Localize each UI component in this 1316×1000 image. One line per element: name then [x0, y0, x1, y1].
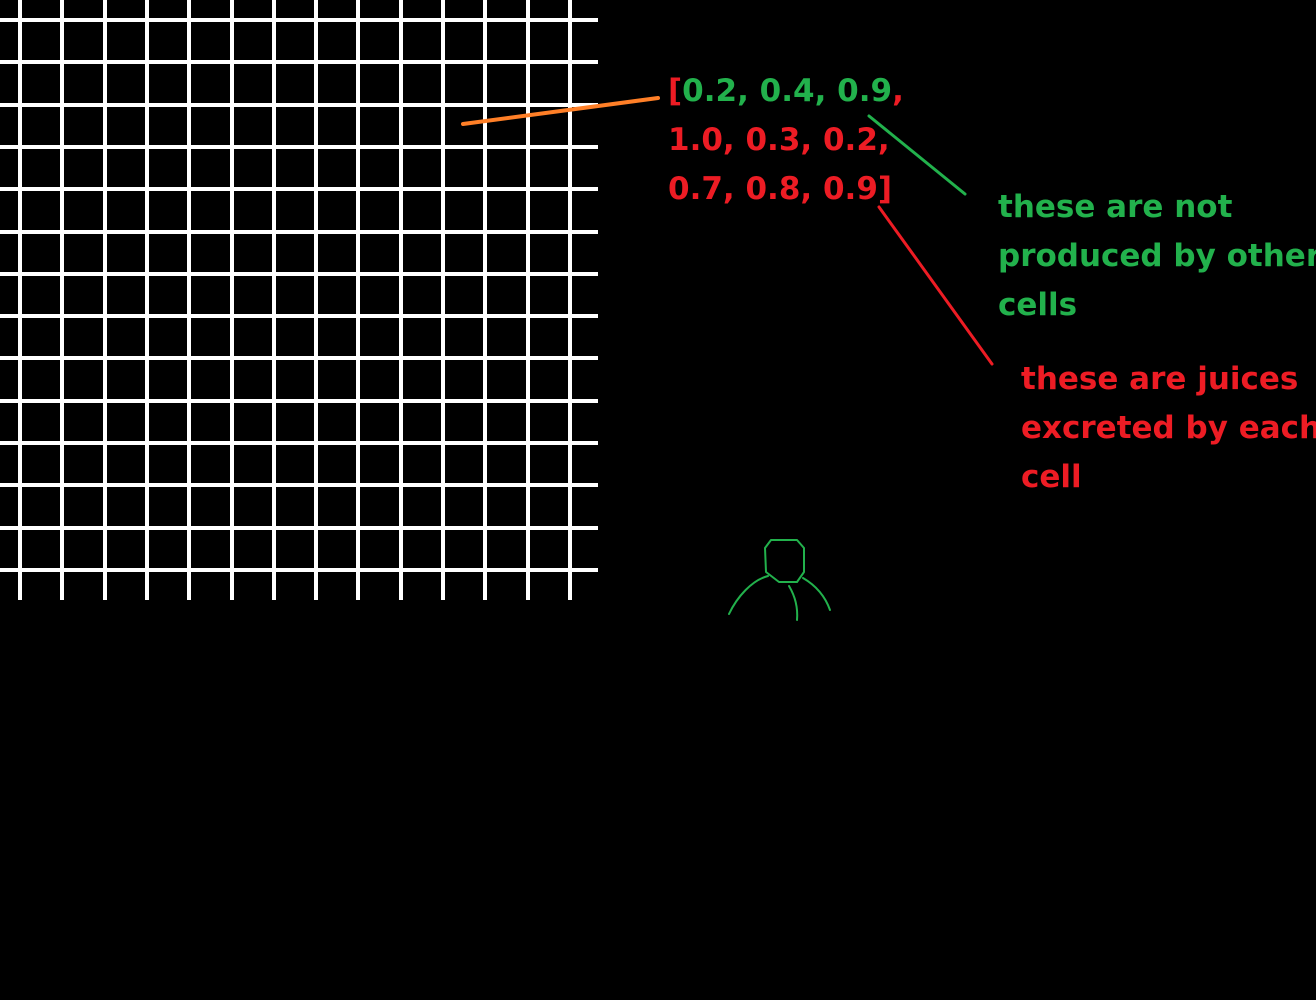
red-note-line: cell [1021, 459, 1082, 495]
grid-pointer-line [461, 96, 660, 126]
vector-line-1: [0.2, 0.4, 0.9, [668, 67, 904, 116]
person-sketch-icon [728, 539, 831, 621]
vector-open-bracket: [ [668, 73, 683, 109]
green-annotation-line [867, 114, 967, 196]
juice-vector: [0.2, 0.4, 0.9, 1.0, 0.3, 0.2, 0.7, 0.8,… [668, 67, 904, 214]
cell-grid [0, 0, 598, 600]
red-note: these are juices excreted by each cell [1021, 355, 1316, 502]
green-note-line: produced by other [998, 238, 1316, 274]
red-note-line: excreted by each [1021, 410, 1316, 446]
vector-red-values: 0.7, 0.8, 0.9 [668, 171, 878, 207]
green-note: these are not produced by other cells [998, 183, 1316, 330]
vector-line-3: 0.7, 0.8, 0.9] [668, 165, 904, 214]
red-annotation-line [877, 205, 994, 366]
vector-green-values: 0.2, 0.4, 0.9 [682, 73, 893, 109]
green-note-line: these are not [998, 189, 1233, 225]
vector-line1-comma: , [892, 73, 904, 109]
red-note-line: these are juices [1021, 361, 1299, 397]
green-note-line: cells [998, 287, 1078, 323]
vector-close-bracket: ] [877, 171, 893, 207]
vector-line-2: 1.0, 0.3, 0.2, [668, 122, 890, 158]
